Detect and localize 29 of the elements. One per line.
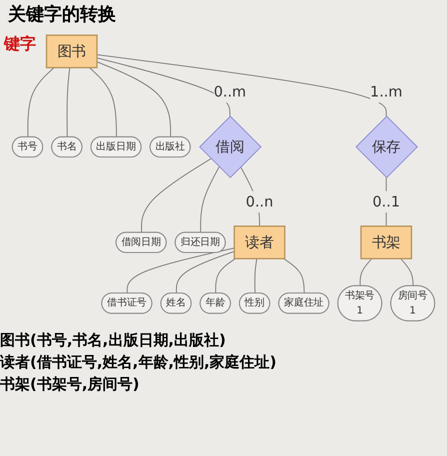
edge-label: 1..m [370,82,402,100]
connector [141,158,212,234]
connector [215,258,236,294]
node-box: 图书 [46,34,98,68]
connector [283,258,305,294]
connector [254,258,258,294]
edge-label: 0..1 [372,192,400,210]
relation-schema: 书架(书架号,房间号) [0,375,140,394]
relation-schema: 读者(借书证号,姓名,年龄,性别,家庭住址) [0,353,278,372]
connector [360,258,372,287]
connector [96,54,387,117]
connector [96,57,230,117]
node-box: 读者 [234,226,286,260]
relation-schema: 图书(书号,书名,出版日期,出版社) [0,331,227,350]
connector [400,258,414,287]
node-diamond: 借阅 [199,116,262,178]
edge-label: 0..n [246,192,274,210]
connector [126,248,235,294]
connector [176,250,235,294]
connector [200,166,220,234]
title: 关键字的转换 [6,3,117,27]
note-text: 键字 [4,34,36,55]
connector [66,67,70,138]
connector [96,61,172,138]
edge-label: 0..m [214,82,246,100]
connector [89,67,117,138]
connector [27,67,54,138]
node-box: 书架 [360,226,412,260]
node-diamond: 保存 [355,116,418,178]
